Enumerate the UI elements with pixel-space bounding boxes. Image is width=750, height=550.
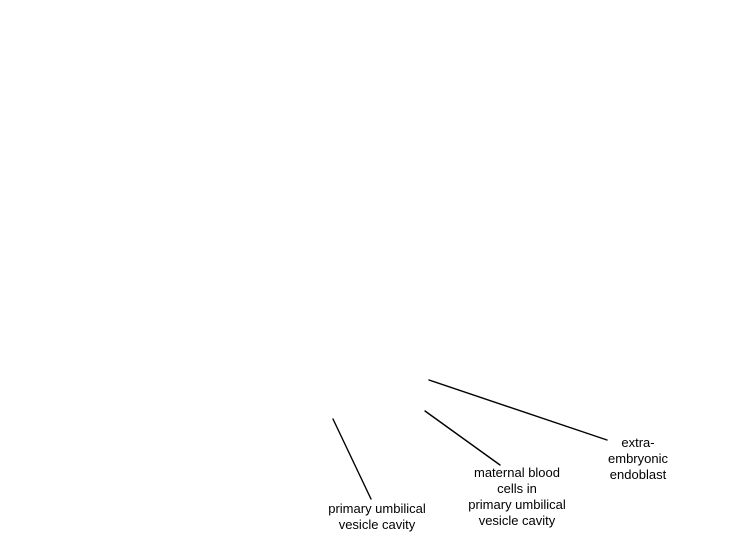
label-extraembryonic-endoblast: extra- embryonic endoblast: [598, 435, 678, 483]
label-line: extra-: [621, 435, 655, 450]
label-line: primary umbilical: [328, 501, 426, 516]
leader-line-primary-umbilical-vesicle-cavity: [332, 418, 372, 500]
label-maternal-blood-cells: maternal blood cells in primary umbilica…: [452, 465, 582, 529]
leader-line-maternal-blood-cells: [424, 410, 501, 466]
label-line: primary umbilical: [468, 497, 566, 512]
label-line: maternal blood: [474, 465, 560, 480]
label-line: vesicle cavity: [338, 517, 416, 532]
label-line: vesicle cavity: [478, 513, 556, 528]
label-line: embryonic: [608, 451, 668, 466]
label-line: cells in: [497, 481, 537, 496]
label-primary-umbilical-vesicle-cavity: primary umbilical vesicle cavity: [318, 501, 436, 533]
leader-line-extraembryonic-endoblast: [428, 379, 608, 441]
label-line: endoblast: [609, 467, 667, 482]
